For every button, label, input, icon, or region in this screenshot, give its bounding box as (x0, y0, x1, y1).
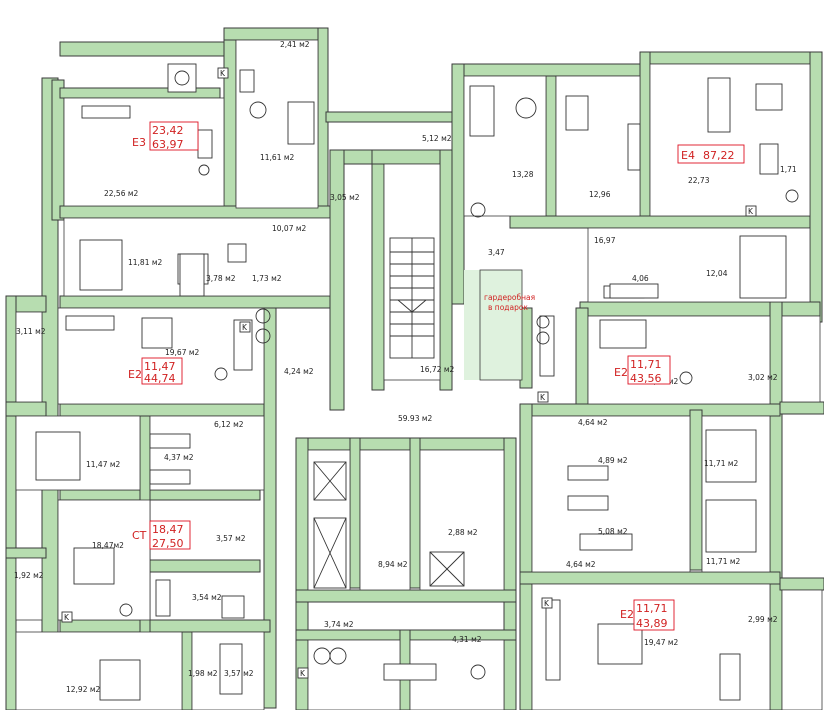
room-area: 3,02 м2 (748, 373, 778, 382)
room-area: 16,97 (594, 236, 616, 245)
svg-text:K: K (220, 69, 226, 78)
room-area: 22,73 (688, 176, 710, 185)
room-area: 3,54 м2 (192, 593, 222, 602)
room-area-labels: 2,41 м2 5,12 м2 11,61 м2 22,56 м2 3,05 м… (14, 40, 797, 694)
apartment-tag-e3: E3 23,42 63,97 (132, 121, 199, 151)
apartment-tag-ct: CT 18,47 27,50 (132, 520, 191, 550)
room-area: 59.93 м2 (398, 414, 433, 423)
room-area: 1,98 м2 (188, 669, 218, 678)
room-area: 12,92 м2 (66, 685, 101, 694)
room-area: 3,74 м2 (324, 620, 354, 629)
svg-text:K: K (544, 599, 550, 608)
elevator-shafts (313, 461, 465, 589)
room-area: 1,71 (780, 165, 797, 174)
room-area: 4,64 м2 (566, 560, 596, 569)
room-area: 2,41 м2 (280, 40, 310, 49)
room-area: 19,47 м2 (644, 638, 679, 647)
room-area: 4,06 (632, 274, 649, 283)
room-area: 5,08 м2 (598, 527, 628, 536)
room-area: 5,12 м2 (422, 134, 452, 143)
room-area: 2,99 м2 (748, 615, 778, 624)
svg-text:44,74: 44,74 (144, 372, 176, 385)
svg-text:K: K (300, 669, 306, 678)
room-area: 1,73 м2 (252, 274, 282, 283)
room-area: 4,24 м2 (284, 367, 314, 376)
svg-text:11,71: 11,71 (636, 602, 668, 615)
svg-text:E2: E2 (128, 368, 142, 381)
apartment-tag-e2-left: E2 11,47 44,74 (128, 357, 183, 385)
svg-text:K: K (540, 393, 546, 402)
svg-text:K: K (64, 613, 70, 622)
staircase (389, 237, 435, 359)
svg-text:43,56: 43,56 (630, 372, 662, 385)
kitchen-marks: K K K K K K K (61, 67, 757, 679)
room-area: 11,71 м2 (706, 557, 741, 566)
room-area: 3,47 (488, 248, 505, 257)
svg-text:11,71: 11,71 (630, 358, 662, 371)
svg-text:43,89: 43,89 (636, 617, 668, 630)
room-area: 3,11 м2 (16, 327, 46, 336)
room-area: 12,04 (706, 269, 728, 278)
svg-text:E4: E4 (681, 149, 695, 162)
svg-text:11,47: 11,47 (144, 360, 176, 373)
svg-text:18,47: 18,47 (152, 523, 184, 536)
svg-text:63,97: 63,97 (152, 138, 184, 151)
apartment-tag-e2-right: E2 11,71 43,56 (614, 355, 671, 385)
room-area: 4,89 м2 (598, 456, 628, 465)
room-area: 3,78 м2 (206, 274, 236, 283)
wardrobe-gift-note: гардеробная в подарок (484, 293, 535, 312)
room-area: 3,05 м2 (330, 193, 360, 202)
svg-text:E3: E3 (132, 136, 146, 149)
room-area: 10,07 м2 (272, 224, 307, 233)
room-area: 2,88 м2 (448, 528, 478, 537)
room-area: 22,56 м2 (104, 189, 139, 198)
apartment-tag-e4: E4 87,22 (677, 144, 745, 164)
room-area: 4,37 м2 (164, 453, 194, 462)
svg-text:23,42: 23,42 (152, 124, 184, 137)
svg-text:E2: E2 (620, 608, 634, 621)
room-area: 12,96 (589, 190, 611, 199)
room-area: 1,92 м2 (14, 571, 44, 580)
room-area: 11,71 м2 (704, 459, 739, 468)
svg-text:гардеробная: гардеробная (484, 293, 535, 302)
room-area: 3,57 м2 (216, 534, 246, 543)
room-area: 6,12 м2 (214, 420, 244, 429)
room-area: 4,31 м2 (452, 635, 482, 644)
svg-text:CT: CT (132, 529, 147, 542)
svg-text:в подарок: в подарок (488, 303, 528, 312)
svg-text:27,50: 27,50 (152, 537, 184, 550)
room-area: 18,47м2 (92, 541, 124, 550)
room-area: 8,94 м2 (378, 560, 408, 569)
room-area: 16,72 м2 (420, 365, 455, 374)
svg-text:K: K (242, 323, 248, 332)
svg-text:87,22: 87,22 (703, 149, 735, 162)
room-area: 11,61 м2 (260, 153, 295, 162)
room-area: 19,67 м2 (165, 348, 200, 357)
room-area: 11,47 м2 (86, 460, 121, 469)
room-area: 11,81 м2 (128, 258, 163, 267)
room-area: 4,64 м2 (578, 418, 608, 427)
room-area: 13,28 (512, 170, 534, 179)
furniture (35, 63, 799, 701)
room-area: 3,57 м2 (224, 669, 254, 678)
svg-text:E2: E2 (614, 366, 628, 379)
svg-text:K: K (748, 207, 754, 216)
apartment-tag-e2-bottom: E2 11,71 43,89 (620, 599, 675, 631)
